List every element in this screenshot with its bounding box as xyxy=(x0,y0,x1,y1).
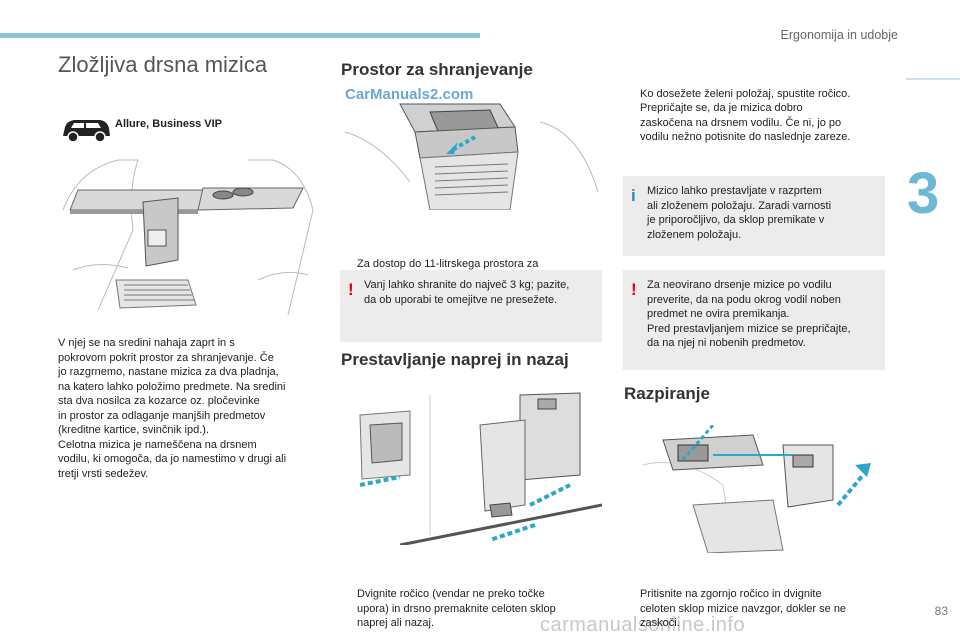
storage-illustration xyxy=(344,103,599,210)
variant-label: Allure, Business VIP xyxy=(115,118,222,130)
table-description: V njej se na sredini nahaja zaprt in s p… xyxy=(58,337,287,480)
storage-warning-box: ! Vanj lahko shranite do največ 3 kg; pa… xyxy=(340,270,602,342)
storage-title: Prostor za shranjevanje xyxy=(341,60,533,79)
storage-warning-text: Vanj lahko shranite do največ 3 kg; pazi… xyxy=(364,279,570,306)
unfold-title: Razpiranje xyxy=(624,384,710,403)
chapter-number: 3 xyxy=(907,161,940,226)
warning-icon: ! xyxy=(348,280,354,299)
header-accent-bar xyxy=(0,33,480,38)
guide-warning-box: ! Za neovirano drsenje mizice po vodilu … xyxy=(623,270,885,370)
page-title: Zložljiva drsna mizica xyxy=(58,52,268,77)
info-box: i Mizico lahko prestavljate v razprtem a… xyxy=(623,176,885,256)
check-bullet-text: Prepričajte se, da je mizica dobro zasko… xyxy=(640,102,851,143)
release-bullet-text: Ko dosežete želeni položaj, spustite roč… xyxy=(640,88,851,100)
page-number: 83 xyxy=(934,604,948,618)
info-box-text: Mizico lahko prestavljate v razprtem ali… xyxy=(647,185,832,241)
warning-icon: ! xyxy=(631,280,637,299)
watermark-bottom: carmanualsonline.info xyxy=(540,614,746,636)
unfold-bullet-text: Pritisnite na zgornjo ročico in dvignite… xyxy=(640,588,847,629)
watermark-top: CarManuals2.com xyxy=(345,86,474,103)
slide-bullet: Dvignite ročico (vendar ne preko točke u… xyxy=(341,558,607,631)
unfold-bullet: Pritisnite na zgornjo ročico in dvignite… xyxy=(624,558,910,631)
guide-warning-text: Za neovirano drsenje mizice po vodilu pr… xyxy=(647,279,851,349)
chapter-rule xyxy=(906,78,960,80)
car-icon xyxy=(63,120,110,143)
unfold-illustration xyxy=(642,425,871,553)
slide-illustration xyxy=(359,392,602,545)
check-bullet: Prepričajte se, da je mizica dobro zasko… xyxy=(624,72,910,145)
slide-title: Prestavljanje naprej in nazaj xyxy=(341,350,569,369)
info-icon: i xyxy=(631,186,636,205)
release-bullet: Ko dosežete želeni položaj, spustite roč… xyxy=(624,58,910,102)
slide-bullet-text: Dvignite ročico (vendar ne preko točke u… xyxy=(357,588,556,629)
folding-table-illustration xyxy=(62,159,314,316)
section-header: Ergonomija in udobje xyxy=(780,28,898,42)
